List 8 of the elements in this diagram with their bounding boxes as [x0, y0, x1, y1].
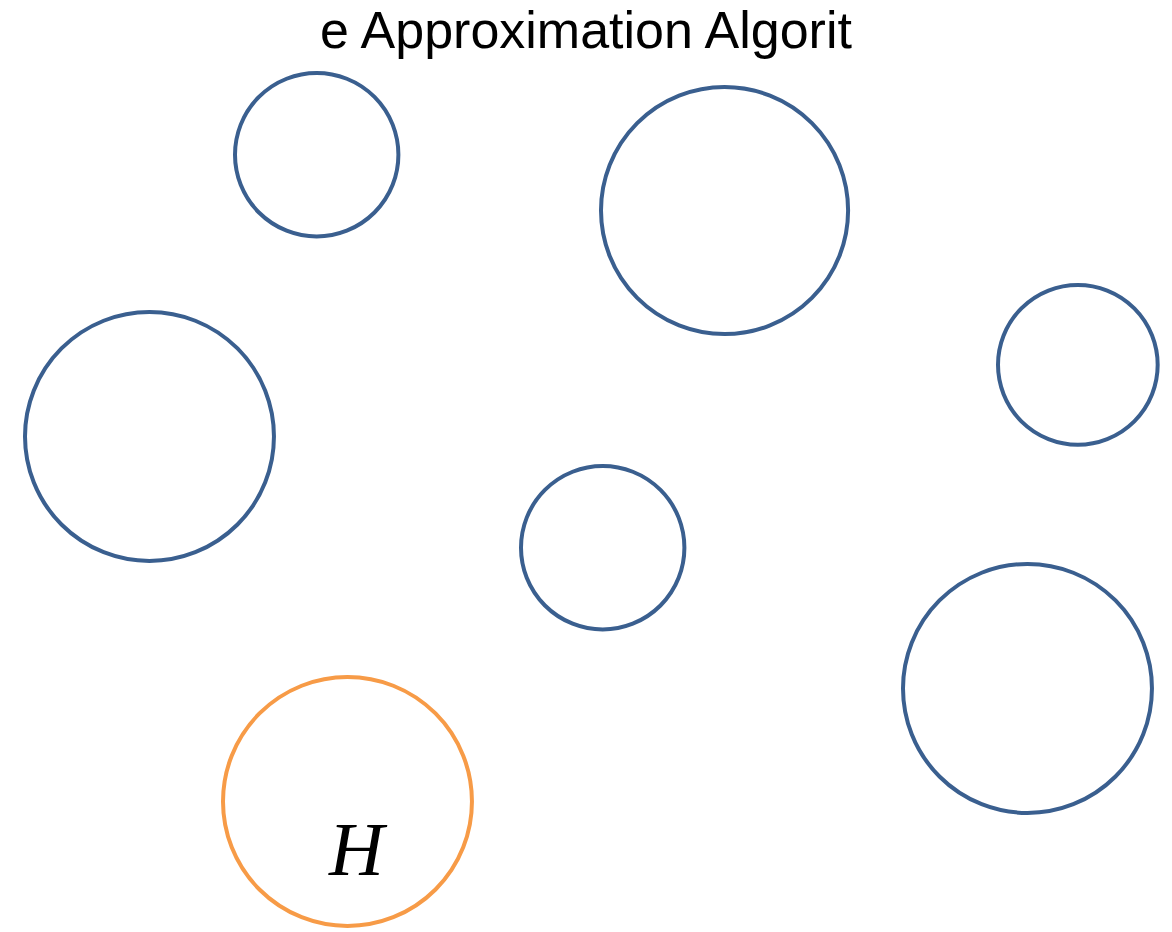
- circle: [519, 463, 687, 632]
- circle: [996, 282, 1160, 447]
- circle: [233, 70, 401, 238]
- circle: [22, 309, 276, 563]
- slide-title: e Approximation Algorit: [319, 0, 853, 60]
- labeled-circle: [220, 675, 474, 928]
- circle: [900, 562, 1154, 816]
- circle: [599, 85, 851, 337]
